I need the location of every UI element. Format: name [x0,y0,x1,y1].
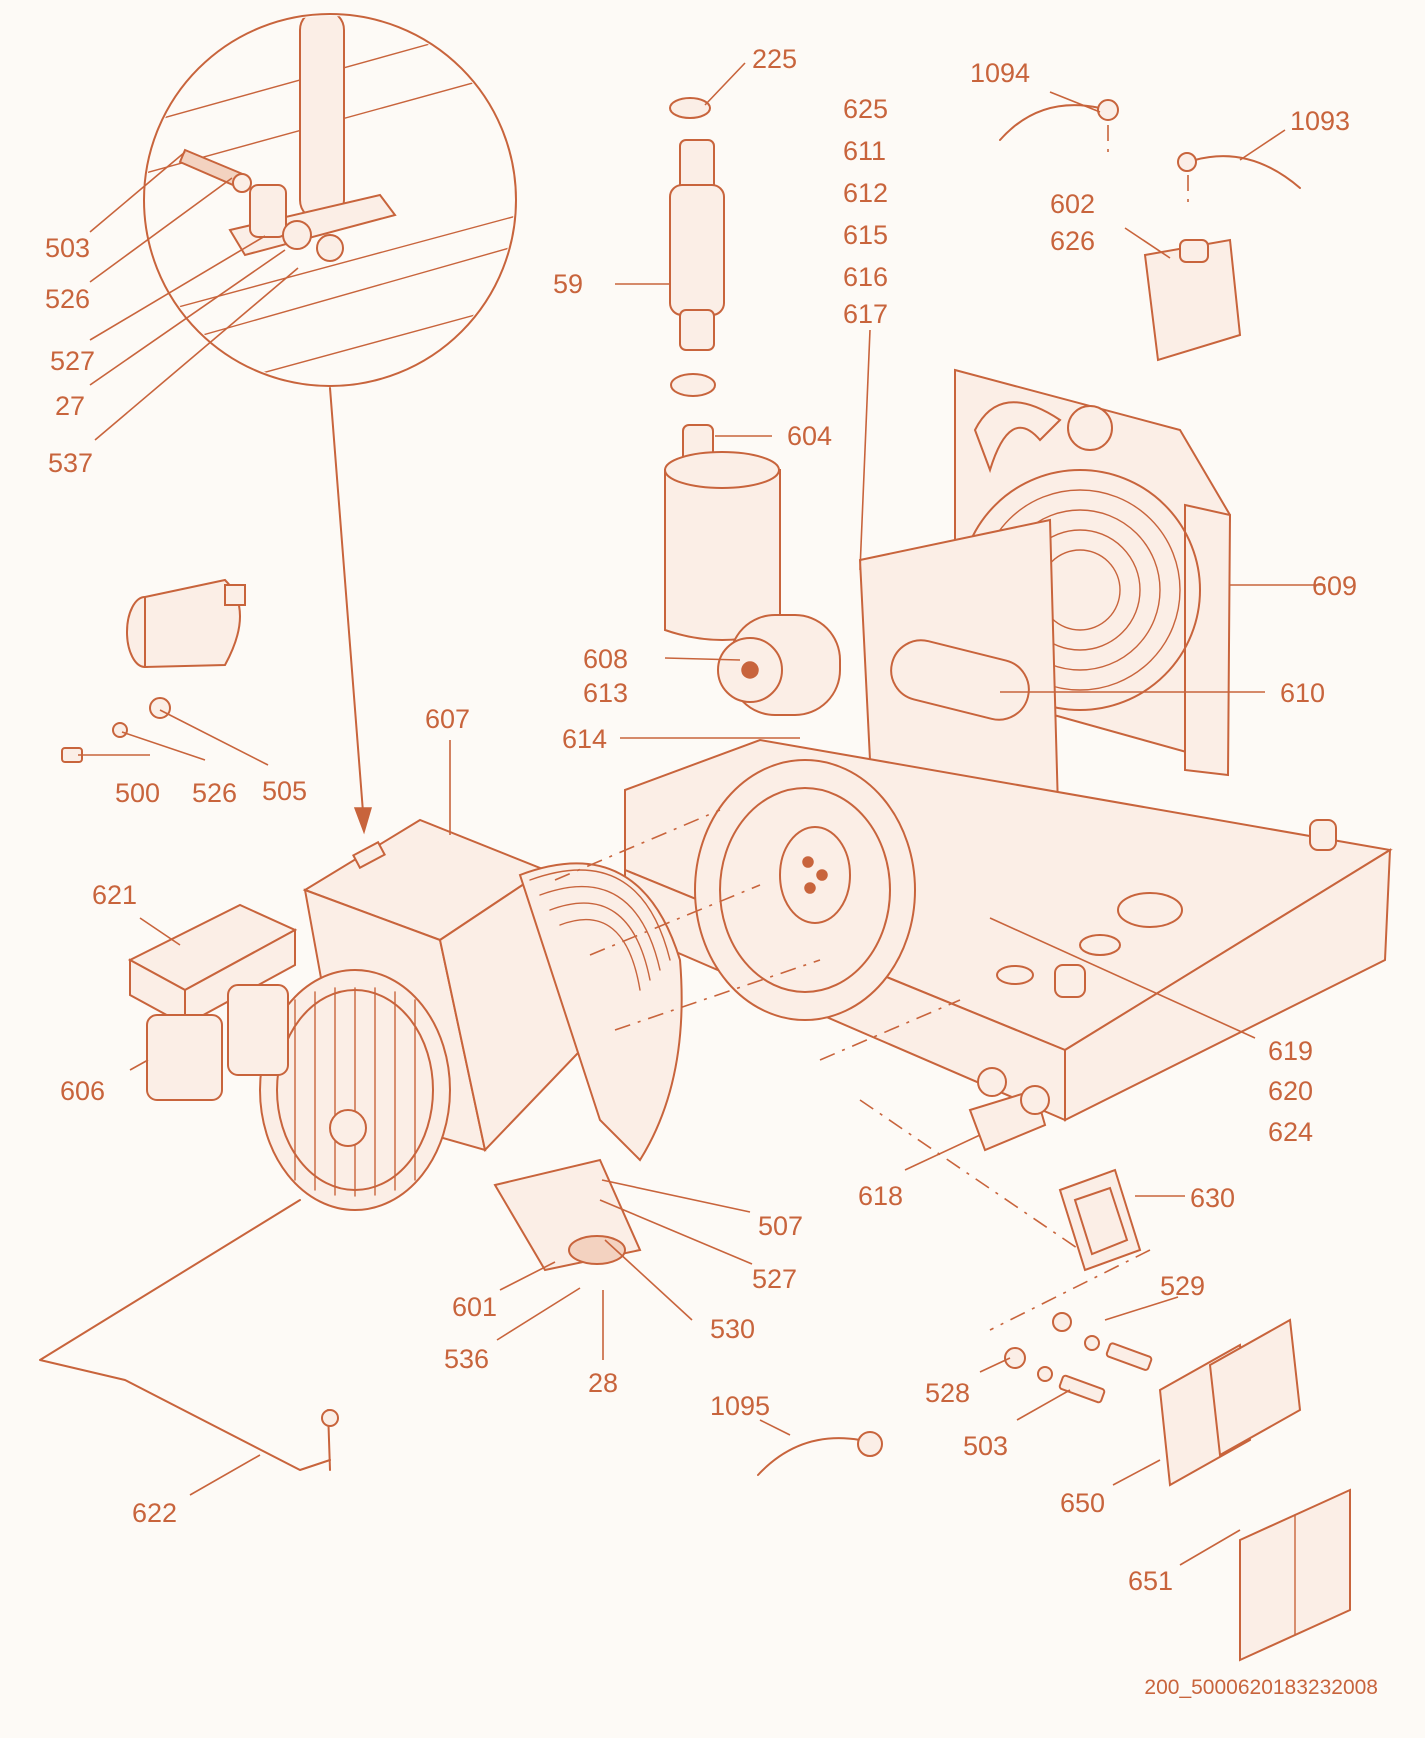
receptacles [1158,1318,1302,1487]
hoses-and-tank [999,99,1301,362]
label-604: 604 [787,421,832,451]
cable-1095 [757,1431,883,1476]
label-611: 611 [843,136,886,166]
label-503-mount: 503 [963,1431,1008,1461]
label-507: 507 [758,1211,803,1241]
label-28: 28 [588,1368,618,1398]
label-527-detail: 527 [50,346,95,376]
reference-code: 200_5000620183232008 [1144,1676,1378,1699]
label-613: 613 [583,678,628,708]
label-609: 609 [1312,571,1357,601]
generator [259,818,683,1272]
label-619: 619 [1268,1036,1313,1066]
label-615: 615 [843,220,888,250]
label-27: 27 [55,391,85,421]
label-612: 612 [843,178,888,208]
part-labels: 225 1094 1093 625 611 612 615 616 617 60… [45,44,1357,1596]
label-505: 505 [262,776,307,806]
label-618: 618 [858,1181,903,1211]
detail-magnifier [143,13,517,835]
frame-rods [39,1199,339,1471]
label-614: 614 [562,724,607,754]
label-59: 59 [553,269,583,299]
label-529: 529 [1160,1271,1205,1301]
label-651: 651 [1128,1566,1173,1596]
label-1095: 1095 [710,1391,770,1421]
outlet-box [1058,1168,1142,1272]
mount-hardware [1004,1312,1153,1404]
label-621: 621 [92,880,137,910]
label-1093: 1093 [1290,106,1350,136]
label-616: 616 [843,262,888,292]
label-610: 610 [1280,678,1325,708]
cover-plate [1239,1488,1351,1662]
label-624: 624 [1268,1117,1313,1147]
label-620: 620 [1268,1076,1313,1106]
leader-lines [78,62,1325,1566]
label-528: 528 [925,1378,970,1408]
label-526-filter: 526 [192,778,237,808]
label-503-detail: 503 [45,233,90,263]
label-606: 606 [60,1076,105,1106]
label-527-mount: 527 [752,1264,797,1294]
label-622: 622 [132,1498,177,1528]
assembly-guides [554,809,1151,1331]
label-526-detail: 526 [45,284,90,314]
label-608: 608 [583,644,628,674]
label-1094: 1094 [970,58,1030,88]
label-225: 225 [752,44,797,74]
label-602: 602 [1050,189,1095,219]
exhaust-assembly [664,97,781,641]
label-630: 630 [1190,1183,1235,1213]
label-625: 625 [843,94,888,124]
label-537: 537 [48,448,93,478]
label-530: 530 [710,1314,755,1344]
drain-valve [968,1067,1050,1152]
fuel-filter [127,903,298,1101]
flywheel-housing [694,759,916,1021]
label-626: 626 [1050,226,1095,256]
label-607: 607 [425,704,470,734]
label-650: 650 [1060,1488,1105,1518]
air-filter [61,578,246,763]
label-601: 601 [452,1292,497,1322]
label-500: 500 [115,778,160,808]
label-617: 617 [843,299,888,329]
label-536: 536 [444,1344,489,1374]
